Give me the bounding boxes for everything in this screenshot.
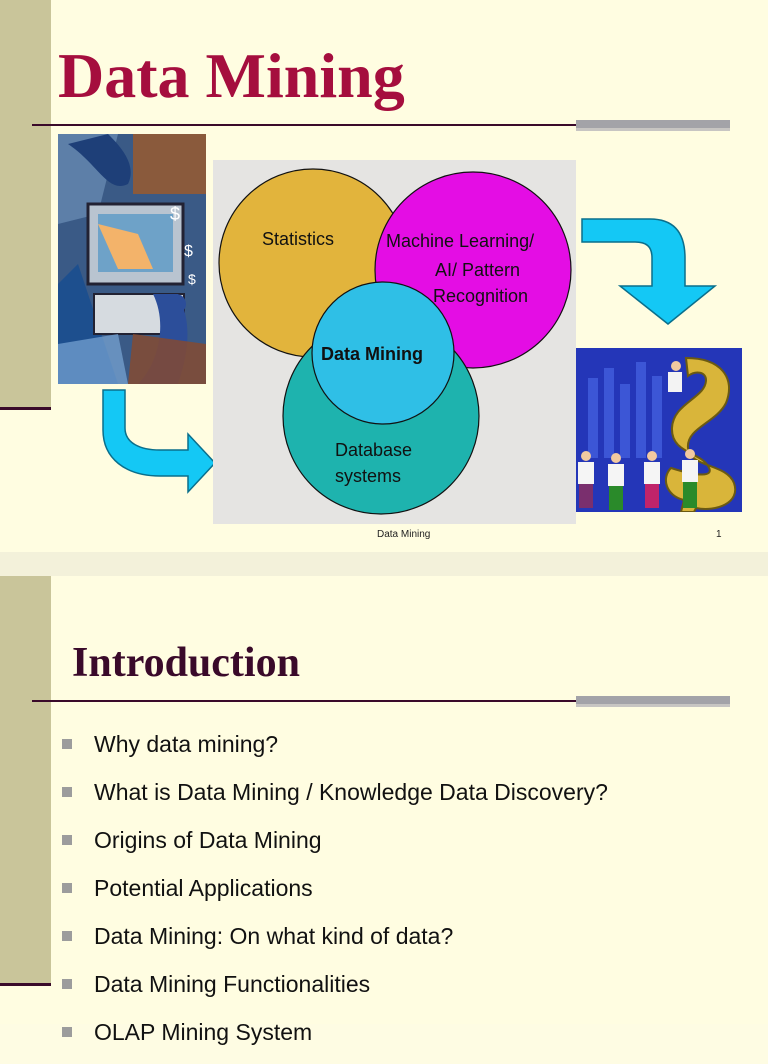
arrow-right-down-icon [581, 218, 718, 325]
db-label-line-2: systems [335, 466, 401, 486]
title-rule-accent [576, 120, 730, 131]
title-rule-accent [576, 696, 730, 707]
side-accent-bar [0, 0, 51, 408]
center-label: Data Mining [321, 344, 423, 364]
slide-2 [0, 576, 768, 1024]
side-accent-line [0, 983, 51, 986]
arrow-down-right-icon [102, 389, 217, 494]
side-accent-line [0, 407, 51, 410]
list-item: Potential Applications [62, 872, 608, 920]
business-people [578, 449, 698, 510]
square-bullet-icon [62, 931, 72, 941]
svg-text:$: $ [170, 204, 180, 224]
square-bullet-icon [62, 835, 72, 845]
title-rule [32, 700, 730, 702]
venn-diagram: Statistics Machine Learning/ AI/ Pattern… [213, 160, 576, 524]
computer-user-clipart: $ $ $ [58, 134, 206, 384]
square-bullet-icon [62, 787, 72, 797]
title-rule [32, 124, 730, 126]
ml-label-line-3: Recognition [433, 286, 528, 306]
section-title: Introduction [72, 640, 300, 686]
slide-gap [0, 552, 768, 576]
page-number: 1 [716, 529, 722, 540]
slide-title: Data Mining [58, 40, 405, 111]
square-bullet-icon [62, 979, 72, 989]
ml-label-line-1: Machine Learning/ [386, 231, 534, 251]
svg-text:$: $ [184, 243, 193, 260]
ml-label-line-2: AI/ Pattern [435, 260, 520, 280]
square-bullet-icon [62, 739, 72, 749]
square-bullet-icon [62, 883, 72, 893]
list-item: OLAP Mining System [62, 1016, 608, 1064]
statistics-label: Statistics [262, 229, 334, 249]
slide-1: Data Mining $ $ $ Statistics Machine Lea [0, 0, 742, 540]
square-bullet-icon [62, 1027, 72, 1037]
list-item: Origins of Data Mining [62, 824, 608, 872]
list-item: What is Data Mining / Knowledge Data Dis… [62, 776, 608, 824]
business-people-dollar-clipart [576, 348, 742, 512]
bullet-list: Why data mining? What is Data Mining / K… [62, 728, 608, 1064]
data-mining-circle [311, 281, 455, 425]
svg-text:$: $ [188, 271, 196, 287]
db-label-line-1: Database [335, 440, 412, 460]
footer-title: Data Mining [377, 529, 431, 540]
list-item: Data Mining: On what kind of data? [62, 920, 608, 968]
list-item: Data Mining Functionalities [62, 968, 608, 1016]
side-accent-bar [0, 576, 51, 984]
list-item: Why data mining? [62, 728, 608, 776]
